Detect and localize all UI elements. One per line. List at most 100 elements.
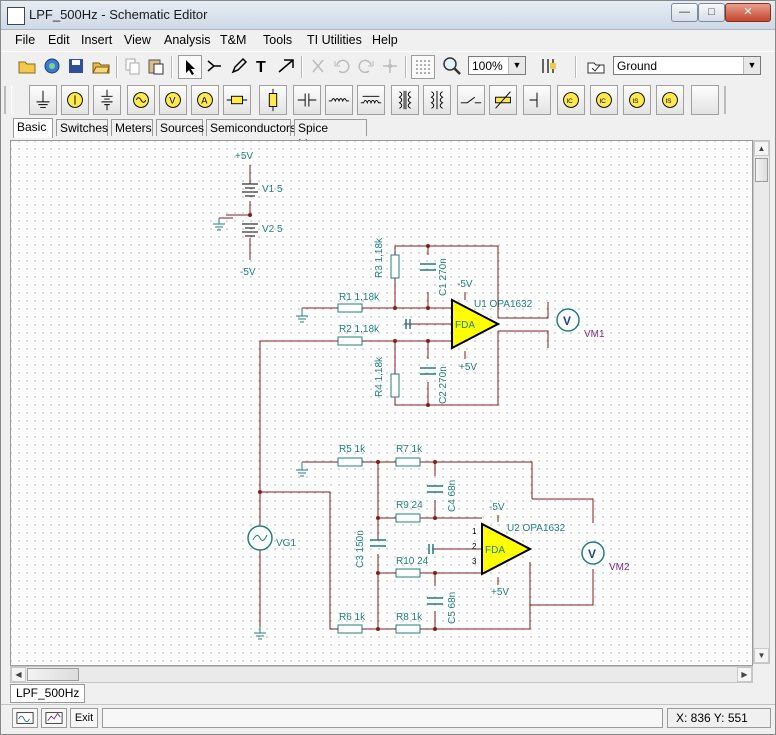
open-folder-icon[interactable] — [90, 55, 112, 77]
palette-empty-slot — [691, 85, 719, 115]
paste-icon[interactable] — [145, 55, 167, 77]
component-icon[interactable] — [538, 55, 560, 77]
u1-body-label: FDA — [455, 320, 475, 331]
tab-meters[interactable]: Meters — [111, 119, 153, 136]
grid-icon[interactable] — [411, 55, 435, 79]
tab-semiconductors[interactable]: Semiconductors — [206, 119, 296, 136]
r3-label: R3 1,18k — [374, 237, 385, 278]
menu-view[interactable]: View — [124, 33, 151, 47]
resistor-vertical-icon[interactable] — [259, 85, 287, 115]
svg-text:T: T — [256, 59, 266, 76]
vertical-scrollbar[interactable]: ▲ ▼ — [753, 140, 770, 664]
main-toolbar: T 100%▼ Ground▼ — [1, 51, 775, 83]
battery-symbols — [242, 183, 258, 237]
transformer-2-icon[interactable] — [423, 85, 451, 115]
current-source-3-icon[interactable]: IS — [623, 85, 651, 115]
r9-label: R9 24 — [396, 500, 423, 511]
vg1-label: VG1 — [276, 538, 296, 549]
undo-icon[interactable] — [331, 55, 353, 77]
transformer-icon[interactable] — [391, 85, 419, 115]
pointer-icon[interactable] — [178, 55, 202, 79]
generator-vg1 — [247, 525, 273, 551]
pen-icon[interactable] — [227, 55, 249, 77]
ground-icon — [213, 218, 308, 640]
schematic-canvas[interactable]: FDA FDA V V +5V -5V — [10, 140, 753, 666]
inductor-core-icon[interactable] — [357, 85, 385, 115]
oscilloscope-icon[interactable] — [12, 708, 38, 728]
battery-icon[interactable] — [93, 85, 121, 115]
menu-insert[interactable]: Insert — [81, 33, 113, 47]
menu-help[interactable]: Help — [372, 33, 398, 47]
save-icon[interactable] — [65, 55, 87, 77]
tab-switches[interactable]: Switches — [56, 119, 108, 136]
cut-icon[interactable] — [307, 55, 329, 77]
current-source-icon[interactable]: IC — [557, 85, 585, 115]
junction-icon[interactable] — [379, 55, 401, 77]
analysis-icon[interactable] — [41, 55, 63, 77]
u2-minus5-label: -5V — [489, 502, 505, 513]
ammeter-icon[interactable]: A — [191, 85, 219, 115]
menu-analysis[interactable]: Analysis — [164, 33, 211, 47]
tab-basic[interactable]: Basic — [13, 118, 53, 138]
close-button[interactable]: ✕ — [725, 3, 771, 22]
menu-tools[interactable]: Tools — [263, 33, 293, 47]
ground-icon[interactable] — [29, 85, 57, 115]
toolbar-separator — [575, 56, 577, 78]
horizontal-scrollbar[interactable]: ◀ ▶ — [10, 666, 753, 683]
horizontal-scroll-thumb[interactable] — [27, 668, 79, 681]
exit-button[interactable]: Exit — [70, 708, 98, 728]
sheet-tab[interactable]: LPF_500Hz — [10, 684, 86, 703]
folder-check-icon[interactable] — [585, 55, 607, 77]
r6-label: R6 1k — [339, 612, 366, 623]
scroll-right-icon[interactable]: ▶ — [737, 667, 752, 682]
inductor-icon[interactable] — [325, 85, 353, 115]
schematic-drawing[interactable]: FDA FDA V V +5V -5V — [11, 141, 752, 665]
palette-grip — [4, 86, 12, 114]
vm2-symbol: V — [588, 547, 596, 561]
status-message — [102, 708, 663, 728]
wire-icon[interactable] — [203, 55, 225, 77]
diagram-icon[interactable] — [41, 708, 67, 728]
terminal-icon[interactable] — [523, 85, 551, 115]
r7-label: R7 1k — [396, 444, 423, 455]
menu-ti-utilities[interactable]: TI Utilities — [307, 33, 362, 47]
u2-pin3-label: 3 — [472, 557, 477, 566]
component-select[interactable]: Ground▼ — [613, 56, 761, 75]
scroll-up-icon[interactable]: ▲ — [754, 141, 769, 156]
current-source-2-icon[interactable]: IC — [590, 85, 618, 115]
r1-label: R1 1,18k — [339, 292, 380, 303]
chevron-down-icon: ▼ — [508, 57, 525, 74]
erase-icon[interactable] — [275, 55, 297, 77]
copy-icon[interactable] — [121, 55, 143, 77]
tab-spice-macros[interactable]: Spice Macros — [294, 119, 367, 151]
u1-minus5-label: -5V — [457, 279, 473, 290]
minimize-button[interactable]: — — [671, 3, 698, 22]
tab-sources[interactable]: Sources — [156, 119, 204, 136]
text-icon[interactable]: T — [251, 55, 273, 77]
menu-edit[interactable]: Edit — [48, 33, 70, 47]
voltage-generator-icon[interactable] — [127, 85, 155, 115]
menu-tm[interactable]: T&M — [220, 33, 247, 47]
wires — [219, 165, 594, 630]
redo-icon[interactable] — [355, 55, 377, 77]
voltmeter-icon[interactable]: V — [159, 85, 187, 115]
zoom-select[interactable]: 100%▼ — [468, 56, 526, 75]
svg-text:V: V — [169, 96, 176, 106]
scroll-down-icon[interactable]: ▼ — [754, 648, 769, 663]
switch-icon[interactable] — [457, 85, 485, 115]
resistor-icon[interactable] — [223, 85, 251, 115]
ammeter-source-icon[interactable] — [61, 85, 89, 115]
opamp-u2: FDA — [481, 522, 533, 576]
capacitor-icon[interactable] — [293, 85, 321, 115]
current-source-4-icon[interactable]: IS — [656, 85, 684, 115]
r10-label: R10 24 — [396, 556, 429, 567]
potentiometer-icon[interactable] — [489, 85, 517, 115]
palette-tabs: Basic Switches Meters Sources Semiconduc… — [1, 118, 775, 151]
menu-file[interactable]: File — [15, 33, 36, 47]
maximize-button[interactable]: □ — [698, 3, 725, 22]
open-icon[interactable] — [16, 55, 38, 77]
scroll-left-icon[interactable]: ◀ — [11, 667, 26, 682]
vertical-scroll-thumb[interactable] — [755, 158, 768, 182]
zoom-icon[interactable] — [441, 55, 463, 77]
palette-grip — [724, 86, 731, 114]
